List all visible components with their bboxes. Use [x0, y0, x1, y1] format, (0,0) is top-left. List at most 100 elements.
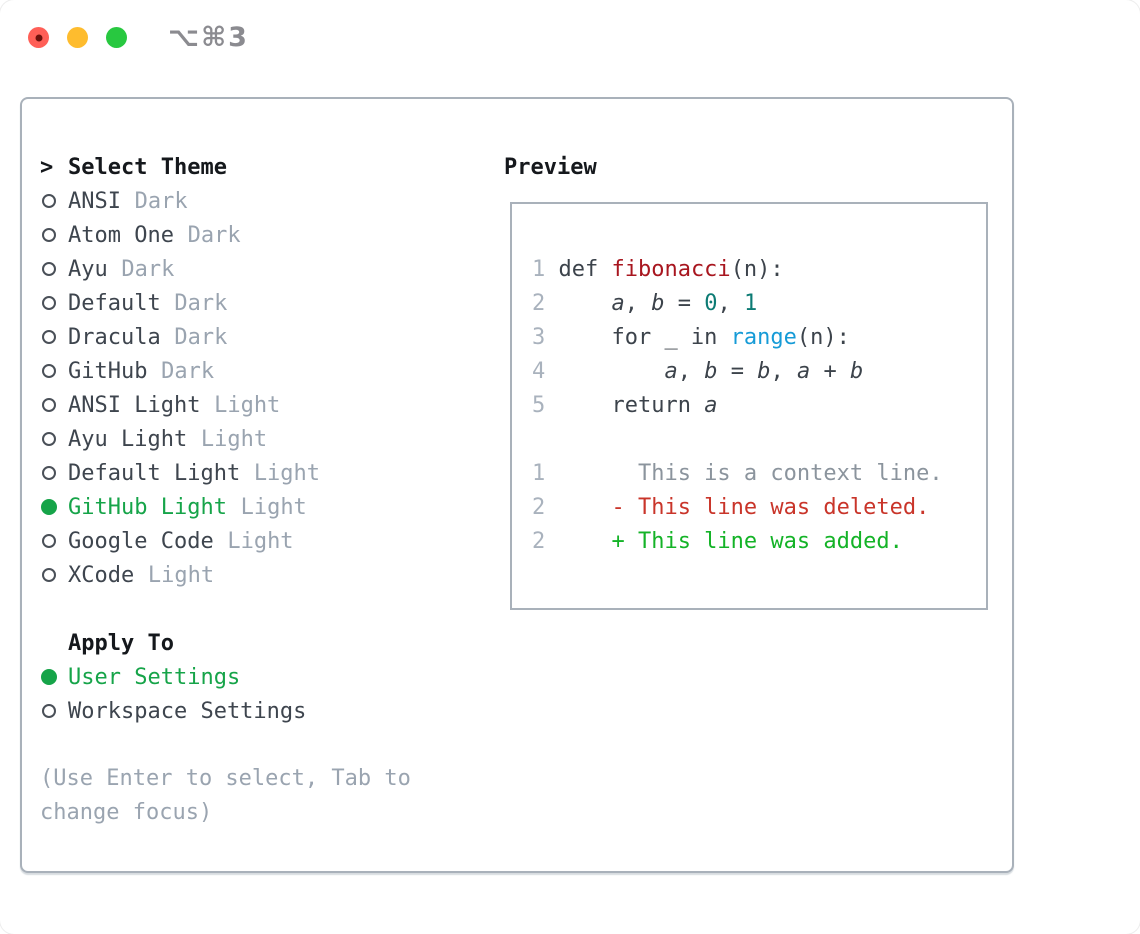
window-title-shortcut: ⌥⌘3 [168, 22, 249, 53]
marker-cell [40, 534, 68, 548]
code-line [532, 422, 986, 456]
close-dot-icon [35, 34, 42, 41]
code-segment-code: + [810, 358, 850, 384]
theme-option-google-code-light[interactable]: Google Code Light [40, 524, 480, 558]
theme-option-xcode-light[interactable]: XCode Light [40, 558, 480, 592]
select-theme-heading: > Select Theme [40, 150, 480, 184]
code-segment-code: def [558, 256, 612, 282]
marker-cell [40, 296, 68, 310]
titlebar: ⌥⌘3 [0, 0, 1140, 97]
theme-variant: Light [147, 562, 215, 588]
theme-variant: Light [253, 460, 321, 486]
line-number: 2 [532, 290, 546, 316]
select-theme-label: Select Theme [68, 154, 227, 180]
code-segment-number: 1 [743, 290, 758, 316]
marker-cell [40, 262, 68, 276]
radio-icon [42, 364, 56, 378]
code-segment-code: , [770, 358, 797, 384]
theme-variant: Dark [174, 324, 228, 350]
code-segment-var: a [664, 358, 678, 384]
theme-variant: Dark [121, 256, 175, 282]
code-segment-builtin: range [730, 324, 797, 350]
radio-icon [42, 228, 56, 242]
theme-variant: Dark [134, 188, 188, 214]
minimize-button[interactable] [67, 27, 88, 48]
radio-icon [42, 296, 56, 310]
radio-icon [42, 466, 56, 480]
line-number: 2 [532, 494, 546, 520]
close-button[interactable] [28, 27, 49, 48]
theme-name: ANSI [68, 188, 121, 214]
code-segment-code: , [677, 358, 705, 384]
theme-option-dracula-dark[interactable]: Dracula Dark [40, 320, 480, 354]
code-line: 2 - This line was deleted. [532, 490, 986, 524]
code-segment-var: a [796, 358, 811, 384]
line-number: 3 [532, 324, 546, 350]
theme-variant: Light [200, 426, 268, 452]
line-number: 4 [532, 358, 546, 384]
theme-variant: Light [227, 528, 294, 554]
code-segment-code: for _ in [558, 324, 731, 350]
theme-variant: Light [214, 392, 281, 418]
spacer [40, 728, 480, 762]
cursor-marker-icon: > [40, 154, 54, 180]
theme-name: ANSI Light [68, 392, 201, 418]
code-segment-code [558, 359, 664, 384]
radio-icon [42, 398, 56, 412]
hint-line: change focus) [40, 800, 213, 825]
theme-name: XCode [68, 562, 135, 588]
code-segment-code: , [624, 290, 652, 316]
code-segment-var: b [651, 290, 665, 316]
theme-name: GitHub [68, 358, 148, 384]
code-line: 3 for _ in range(n): [532, 320, 986, 354]
preview-title: Preview [504, 154, 597, 180]
zoom-button[interactable] [106, 27, 127, 48]
code-segment-var: a [611, 290, 625, 316]
code-segment-number: 0 [704, 290, 718, 316]
apply-option-workspace-settings[interactable]: Workspace Settings [40, 694, 480, 728]
marker-cell [40, 466, 68, 480]
line-number: 1 [532, 460, 546, 486]
marker-cell [40, 704, 68, 718]
marker-cell [40, 194, 68, 208]
radio-selected-icon [41, 499, 57, 515]
theme-name: Default [68, 290, 161, 316]
marker-cell [40, 330, 68, 344]
theme-option-github-dark[interactable]: GitHub Dark [40, 354, 480, 388]
code-segment-code: = [664, 290, 705, 316]
code-segment-var: b [757, 358, 771, 384]
theme-name: GitHub Light [68, 494, 227, 520]
theme-option-ansi-dark[interactable]: ANSI Dark [40, 184, 480, 218]
theme-variant: Dark [187, 222, 241, 248]
line-number: 2 [532, 528, 546, 554]
marker-cell [40, 228, 68, 242]
theme-variant: Dark [161, 358, 215, 384]
theme-option-ansi-light-light[interactable]: ANSI Light Light [40, 388, 480, 422]
theme-name: Dracula [68, 324, 161, 350]
radio-icon [42, 568, 56, 582]
radio-selected-icon [41, 669, 57, 685]
theme-name: Atom One [68, 222, 174, 248]
apply-option-user-settings[interactable]: User Settings [40, 660, 480, 694]
radio-icon [42, 432, 56, 446]
radio-icon [42, 704, 56, 718]
marker-cell: > [40, 155, 68, 180]
marker-cell [40, 499, 68, 515]
theme-option-atom-one-dark[interactable]: Atom One Dark [40, 218, 480, 252]
code-segment-added: + This line was added. [558, 528, 903, 554]
theme-name: Google Code [68, 528, 214, 554]
code-segment-var: b [704, 358, 718, 384]
marker-cell [40, 669, 68, 685]
marker-cell [40, 398, 68, 412]
